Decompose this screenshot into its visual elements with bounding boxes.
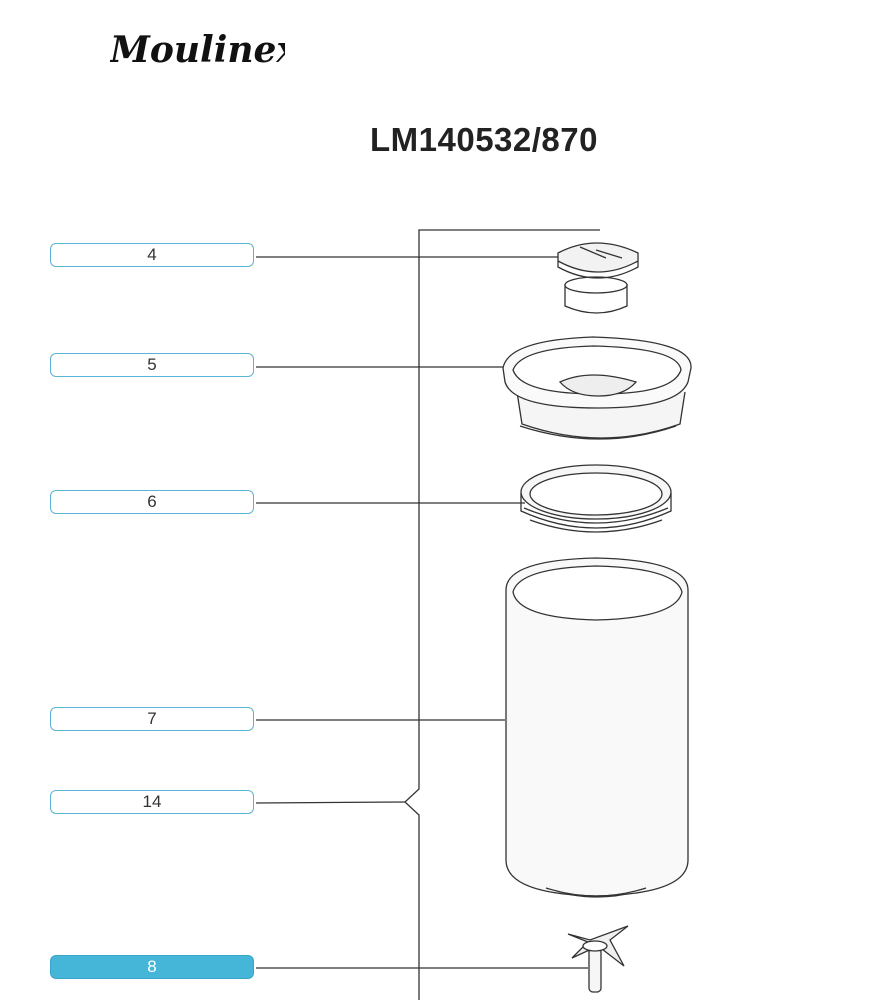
leader-line-14 xyxy=(255,801,406,804)
moulinex-logo: Moulinex xyxy=(110,29,285,71)
part-button-4[interactable]: 4 xyxy=(50,243,254,267)
part-button-7[interactable]: 7 xyxy=(50,707,254,731)
bracket-line xyxy=(404,229,600,1000)
part-7-jar-illustration xyxy=(505,557,689,898)
part-button-8[interactable]: 8 xyxy=(50,955,254,979)
part-5-lid-illustration xyxy=(502,336,692,440)
part-8-blade-illustration xyxy=(567,925,629,993)
part-button-6[interactable]: 6 xyxy=(50,490,254,514)
model-title: LM140532/870 xyxy=(370,121,598,158)
part-6-ring-illustration xyxy=(520,464,672,533)
part-button-14[interactable]: 14 xyxy=(50,790,254,814)
part-4-cap-illustration xyxy=(557,242,639,314)
part-button-5[interactable]: 5 xyxy=(50,353,254,377)
logo-wordmark: Moulinex xyxy=(110,29,285,71)
